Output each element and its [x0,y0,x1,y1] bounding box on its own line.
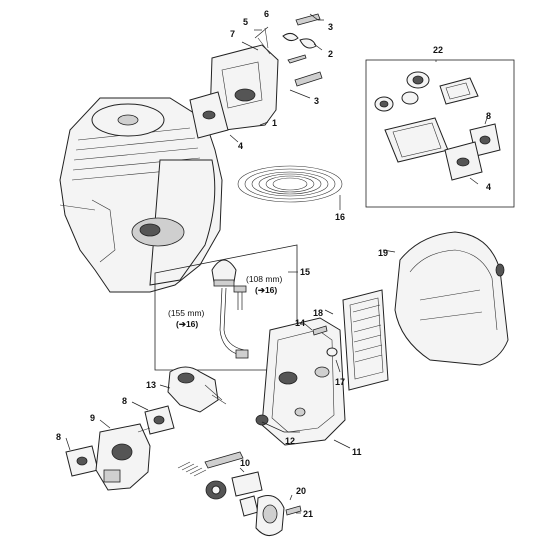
callout-17: 17 [335,377,345,387]
hose-set-box [154,244,298,371]
part-manifold [209,44,279,131]
part-plug-12 [255,414,269,426]
callout-19: 19 [378,248,388,258]
part-linkage [167,366,227,413]
callout-8-low: 8 [56,432,61,442]
part-air-filter [342,289,389,391]
callout-16-coil: 16 [335,212,345,222]
callout-13: 13 [146,380,156,390]
note-hose-short: (108 mm) [246,274,283,284]
callout-8-mid: 8 [122,396,127,406]
gasket-hole [153,415,165,425]
callout-11: 11 [352,447,362,457]
callout-22: 22 [433,45,443,55]
part-air-box [261,317,346,446]
callout-12: 12 [285,436,295,446]
part-screw-14 [312,325,328,336]
callout-2: 2 [328,49,333,59]
part-grommet-17 [326,347,338,357]
callout-15: 15 [300,267,310,277]
callout-9: 9 [90,413,95,423]
callout-5: 5 [243,17,248,27]
callout-4-left: 4 [238,141,243,151]
gasket-hole [76,456,88,466]
callout-1: 1 [272,118,277,128]
note-hose-short-ref: (➔16) [255,285,277,295]
part-clamp [255,495,302,536]
callout-21: 21 [303,509,313,519]
engine-block [59,97,223,293]
callout-3-mid: 3 [314,96,319,106]
leader-lines [65,13,489,514]
part-coiled-hose [237,165,343,203]
part-pull-assembly [177,451,263,517]
part-carburetor [95,423,151,491]
callout-14: 14 [295,318,305,328]
gasket-set-box [365,59,515,208]
callout-7: 7 [230,29,235,39]
callout-8-box: 8 [486,111,491,121]
callout-20: 20 [296,486,306,496]
part-filter-cover [394,231,509,366]
callout-4-box: 4 [486,182,491,192]
callout-3-top: 3 [328,22,333,32]
fasteners-top [257,13,323,87]
callout-10: 10 [240,458,250,468]
callout-6: 6 [264,9,269,19]
note-hose-long-ref: (➔16) [176,319,198,329]
callout-18: 18 [313,308,323,318]
note-hose-long: (155 mm) [168,308,205,318]
gasket-hole [202,110,216,120]
